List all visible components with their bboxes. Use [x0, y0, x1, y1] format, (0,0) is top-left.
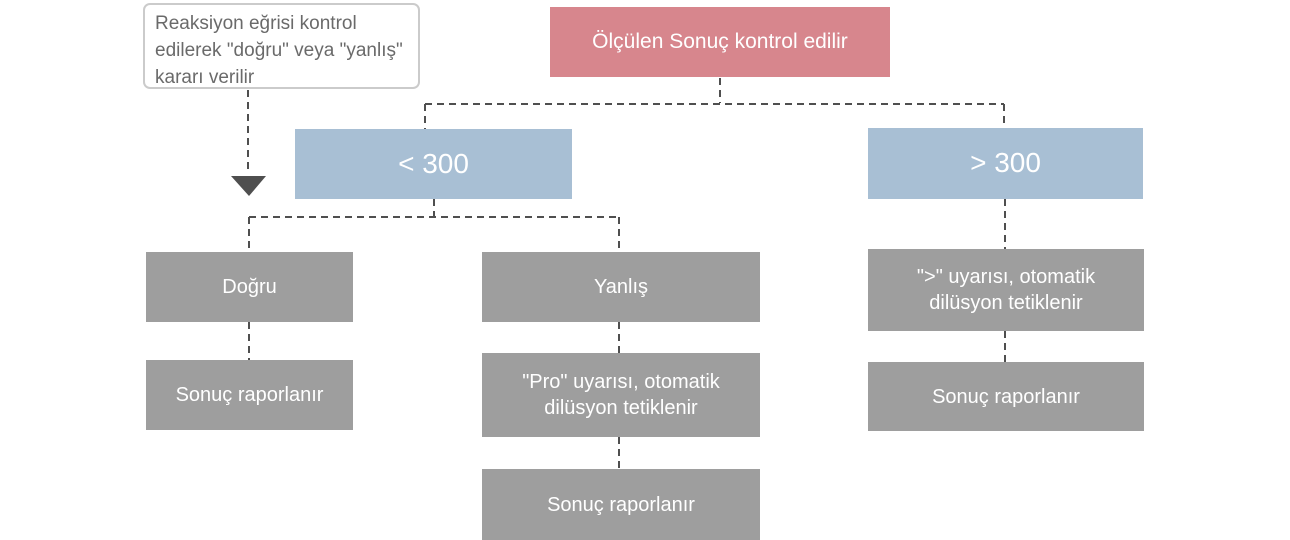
- node-measured-result-check: Ölçülen Sonuç kontrol edilir: [550, 7, 890, 77]
- node-yanlis-report: Sonuç raporlanır: [482, 469, 760, 540]
- node-dogru: Doğru: [146, 252, 353, 322]
- node-branch-less-than-300: < 300: [295, 129, 572, 199]
- node-branch-greater-than-300: > 300: [868, 128, 1143, 199]
- node-gt-warning: ">" uyarısı, otomatik dilüsyon tetikleni…: [868, 249, 1144, 331]
- node-pro-warning: "Pro" uyarısı, otomatik dilüsyon tetikle…: [482, 353, 760, 437]
- node-dogru-report: Sonuç raporlanır: [146, 360, 353, 430]
- arrow-down-icon: [231, 176, 266, 196]
- note-reaction-curve: Reaksiyon eğrisi kontrol edilerek "doğru…: [143, 3, 420, 89]
- node-gt-report: Sonuç raporlanır: [868, 362, 1144, 431]
- node-yanlis: Yanlış: [482, 252, 760, 322]
